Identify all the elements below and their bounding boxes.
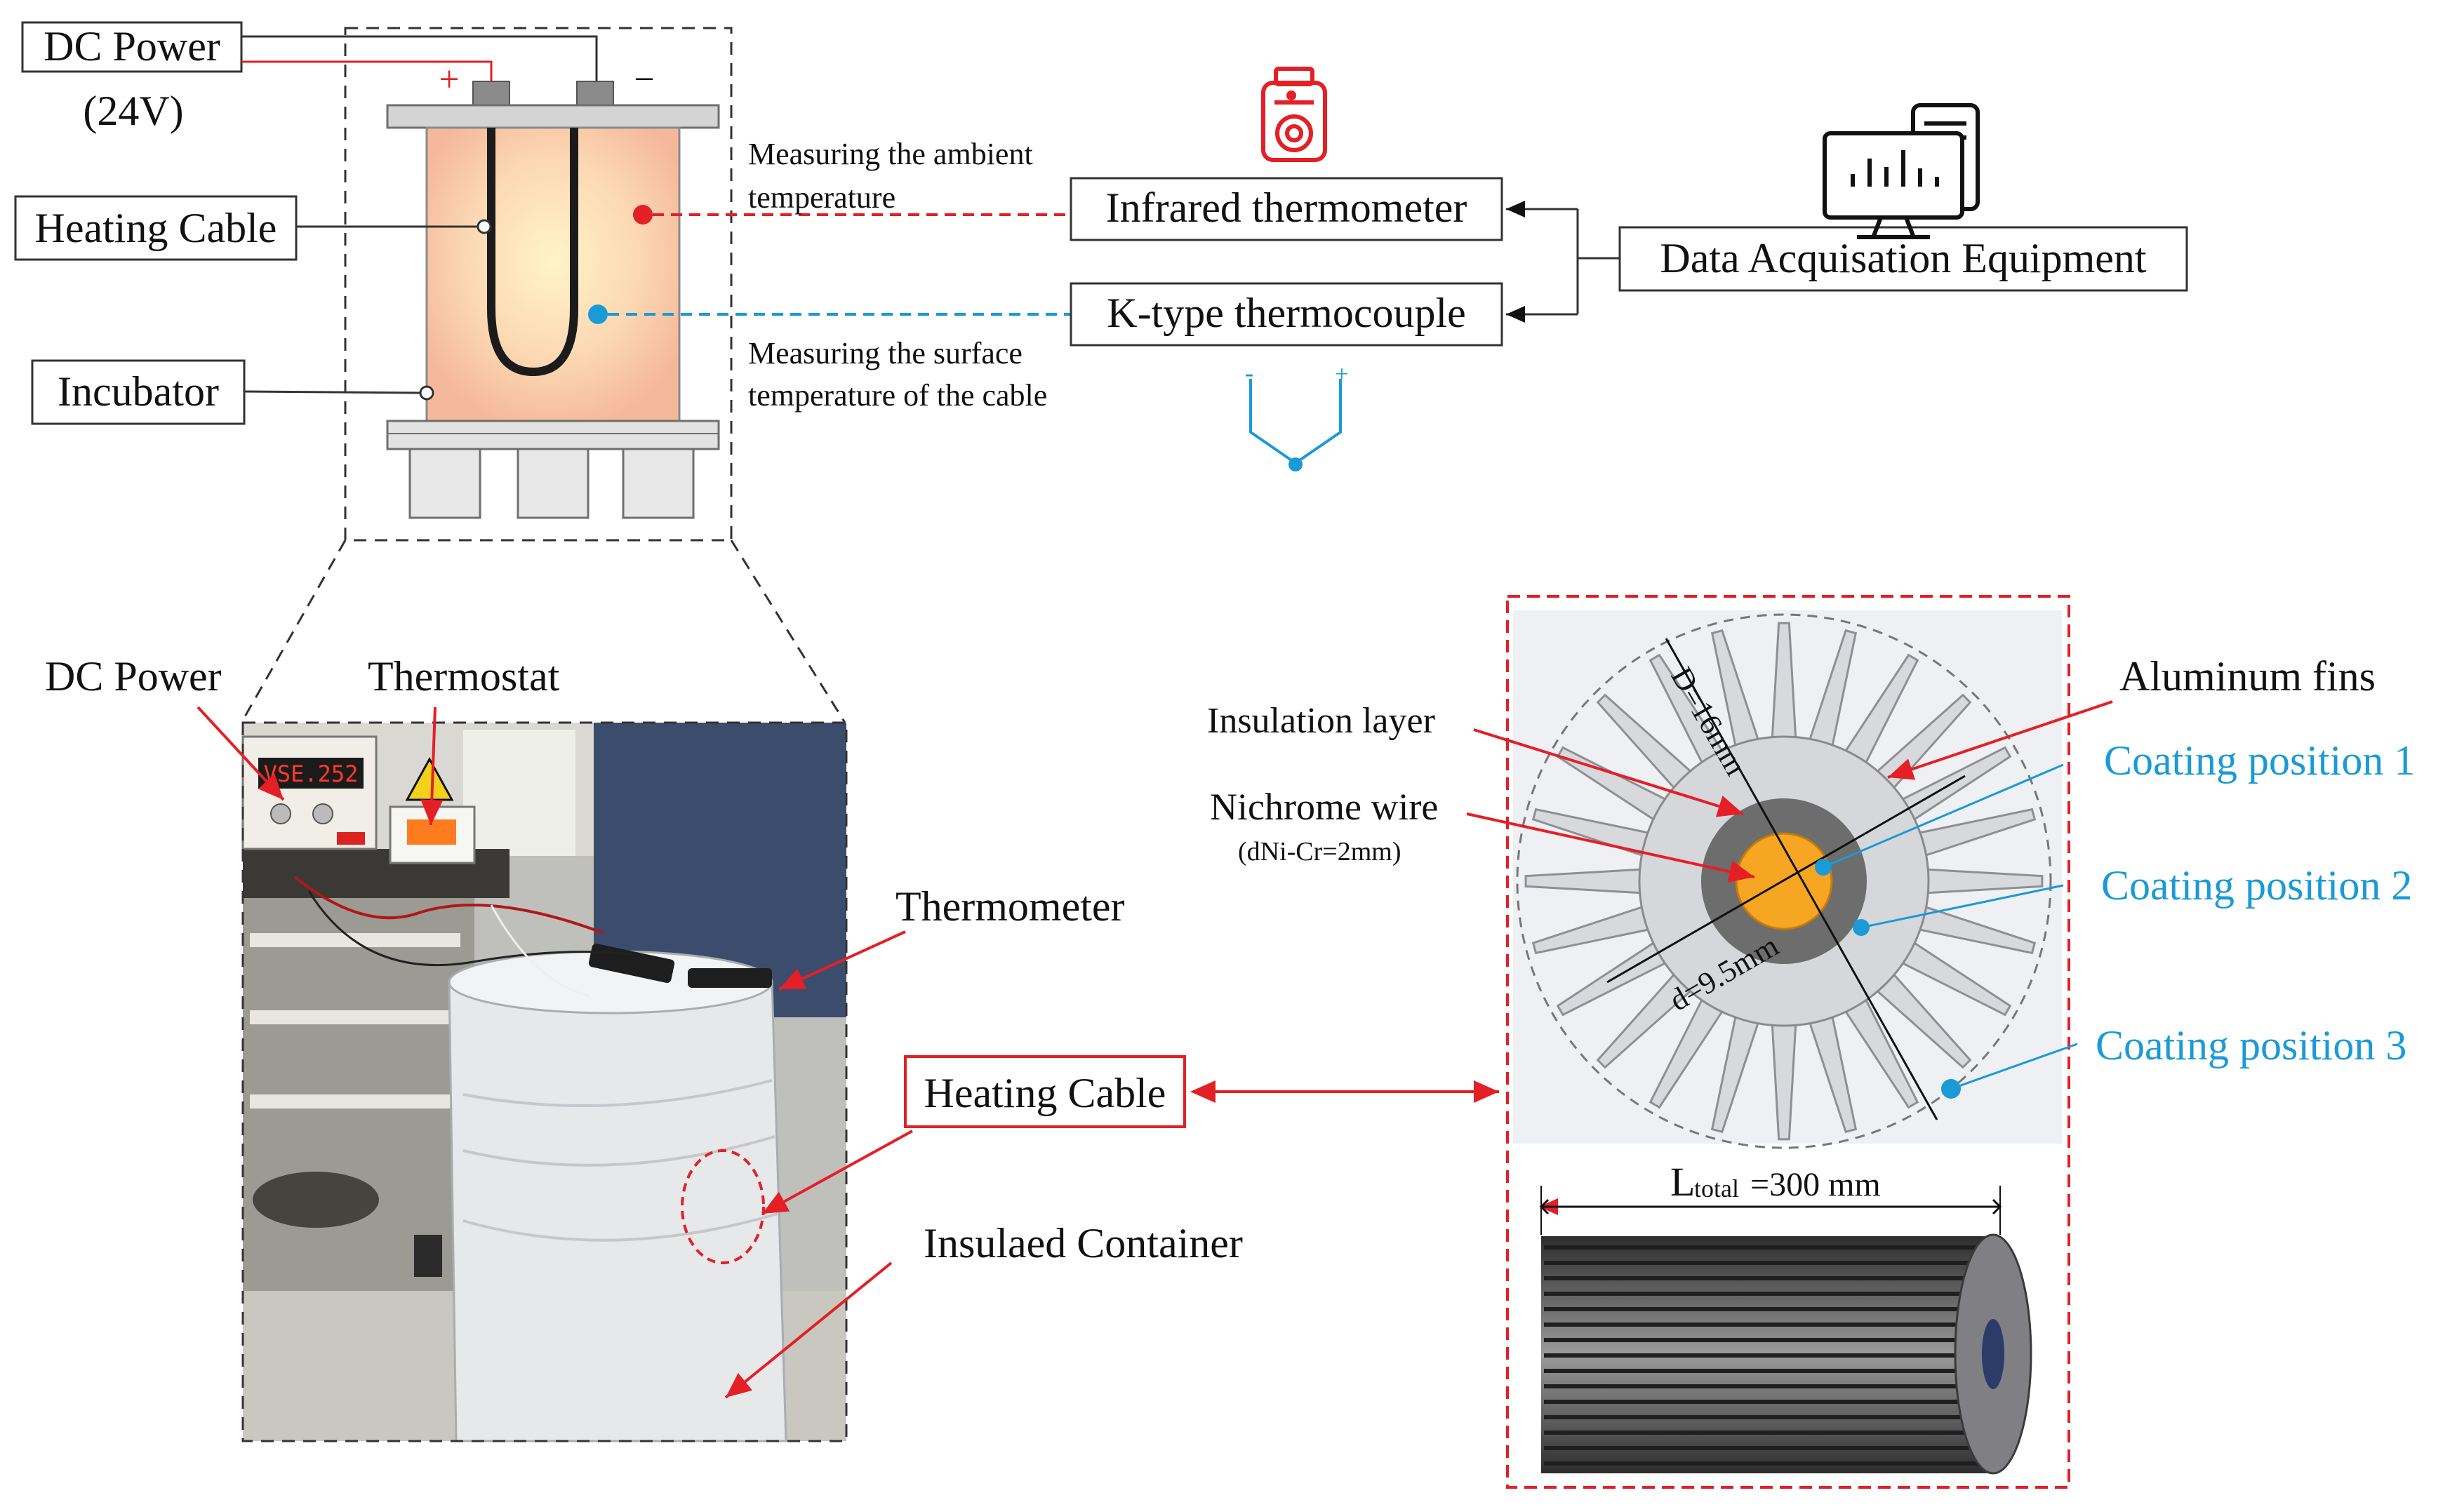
voltage-label: (24V) bbox=[83, 88, 183, 134]
cable-side-view: L total =300 mm bbox=[1539, 1159, 2032, 1475]
surface-sensor-dot bbox=[588, 304, 608, 324]
surface-note-2: temperature of the cable bbox=[748, 378, 1047, 413]
photo-frame bbox=[241, 721, 848, 1442]
thermostat-arrow bbox=[420, 706, 444, 826]
aluminum-fins bbox=[1524, 622, 2044, 1141]
photo-heating-cable-label: Heating Cable bbox=[924, 1070, 1166, 1116]
experiment-photo: VSE.252 bbox=[241, 721, 848, 1442]
dc-power-label: DC Power bbox=[44, 23, 220, 69]
thermocouple-icon: - + bbox=[1245, 359, 1349, 471]
dc-power-arrow bbox=[197, 706, 285, 801]
incubator-pointer bbox=[419, 385, 434, 401]
coating-position-3: Coating position 3 bbox=[2096, 1022, 2406, 1069]
core-diameter-line bbox=[1606, 775, 1966, 984]
photo-container-label: Insulaed Container bbox=[924, 1220, 1243, 1266]
nichrome-arrow bbox=[1466, 812, 1755, 883]
heating-cable-label: Heating Cable bbox=[35, 205, 277, 251]
insulation-arrow bbox=[1473, 728, 1744, 817]
top-schematic: DC Power (24V) + − Heating Cable bbox=[14, 21, 2188, 542]
zoom-line-left bbox=[240, 540, 347, 723]
computer-icon bbox=[1823, 103, 1980, 239]
outer-diameter-line bbox=[1665, 638, 1938, 1120]
photo-thermostat-label: Thermostat bbox=[368, 653, 560, 699]
ambient-sensor-dot bbox=[633, 205, 653, 225]
incubator-chamber bbox=[425, 126, 681, 422]
negative-wire bbox=[241, 35, 598, 86]
infrared-label: Infrared thermometer bbox=[1106, 185, 1467, 231]
ktype-box: K-type thermocouple bbox=[1070, 282, 1503, 347]
container-arrow bbox=[724, 1261, 893, 1399]
heating-cable-arrow bbox=[761, 1130, 913, 1215]
incubator-lid bbox=[386, 104, 720, 129]
cable-panel-frame bbox=[1506, 595, 2070, 1489]
tc-plus: + bbox=[1335, 361, 1348, 387]
photo-dc-power-label: DC Power bbox=[45, 653, 222, 699]
minus-sign: − bbox=[634, 60, 654, 100]
thermometer-arrow bbox=[778, 930, 906, 991]
incubator-base bbox=[386, 420, 720, 450]
ambient-note-2: temperature bbox=[748, 180, 895, 215]
positive-wire bbox=[241, 60, 493, 86]
negative-terminal bbox=[576, 81, 614, 106]
incubator-label: Incubator bbox=[58, 368, 219, 415]
positive-terminal bbox=[472, 81, 510, 106]
insulation-label: Insulation layer bbox=[1207, 701, 1435, 741]
nichrome-label: Nichrome wire bbox=[1210, 786, 1438, 828]
heating-cable-box: Heating Cable bbox=[14, 195, 298, 261]
incubator-foot bbox=[622, 448, 695, 519]
heating-cable-u bbox=[487, 128, 578, 377]
incubator-foot bbox=[408, 448, 481, 519]
power-display: VSE.252 bbox=[264, 761, 359, 787]
incubator-foot bbox=[517, 448, 590, 519]
ambient-note-1: Measuring the ambient bbox=[748, 137, 1033, 171]
plus-sign: + bbox=[439, 60, 459, 100]
length-sub: total bbox=[1694, 1174, 1739, 1203]
coating-position-1: Coating position 1 bbox=[2104, 737, 2415, 784]
ktype-label: K-type thermocouple bbox=[1107, 290, 1466, 336]
heating-cable-pointer bbox=[477, 219, 492, 234]
zoom-line-right bbox=[730, 540, 846, 723]
aluminum-fins-label: Aluminum fins bbox=[2119, 653, 2376, 699]
nichrome-sub-label: (dNi-Cr=2mm) bbox=[1238, 837, 1401, 866]
cable-panel: D=16mm d=9.5mm L total =300 mm bbox=[1466, 595, 2113, 1489]
incubator-box: Incubator bbox=[31, 359, 246, 425]
insulated-container bbox=[448, 967, 787, 1442]
length-value: =300 mm bbox=[1750, 1166, 1881, 1203]
photo-heating-cable-box: Heating Cable bbox=[904, 1055, 1186, 1128]
coating-position-2: Coating position 2 bbox=[2101, 862, 2412, 909]
outer-diameter-circle bbox=[1516, 613, 2052, 1149]
fins-arrow bbox=[1887, 700, 2113, 780]
infrared-camera-icon bbox=[1261, 67, 1327, 162]
photo-thermometer-label: Thermometer bbox=[895, 883, 1125, 930]
dc-power-box: DC Power bbox=[21, 21, 243, 73]
tc-minus: - bbox=[1245, 359, 1254, 388]
surface-note-1: Measuring the surface bbox=[748, 336, 1023, 370]
daq-label: Data Acquisation Equipment bbox=[1660, 235, 2147, 281]
infrared-box: Infrared thermometer bbox=[1070, 177, 1503, 241]
length-L: L bbox=[1670, 1159, 1695, 1205]
enclosure-dashed-box bbox=[344, 27, 733, 542]
